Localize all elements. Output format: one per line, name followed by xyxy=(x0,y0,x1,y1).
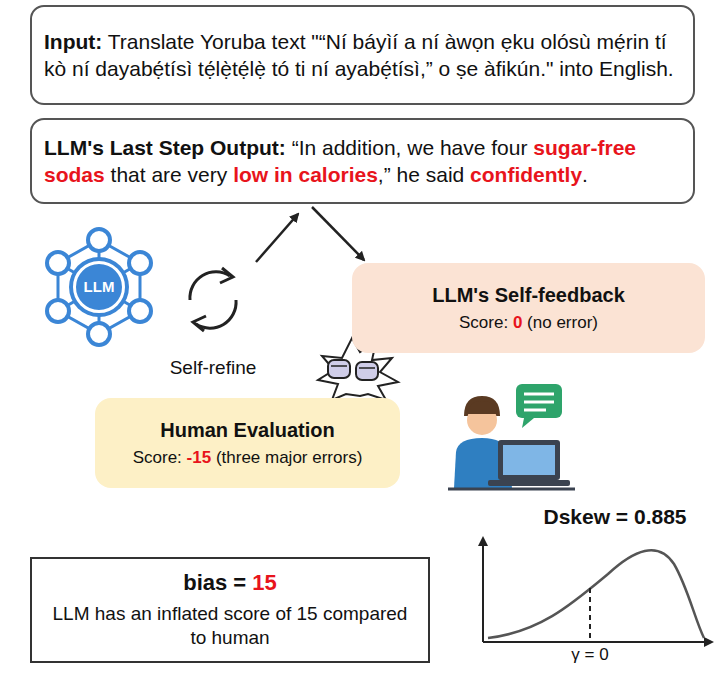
heading-text: LLM xyxy=(84,278,115,295)
self-feedback-box: LLM's Self-feedbackScore: 0 (no error) xyxy=(352,263,705,353)
heading-text: Human Evaluation xyxy=(160,419,334,441)
box-content: Input: Translate Yoruba text "“Ní báyìí … xyxy=(44,28,681,83)
box-content: Human EvaluationScore: -15 (three major … xyxy=(105,417,390,469)
body-text: ,” he said xyxy=(378,163,464,186)
axis-label: γ = 0 xyxy=(555,645,625,665)
box-content: LLM xyxy=(76,277,122,297)
box-content: LLM's Self-feedbackScore: 0 (no error) xyxy=(362,282,695,334)
heading-text: bias = xyxy=(183,570,246,595)
person-icon xyxy=(448,384,575,489)
input-box: Input: Translate Yoruba text "“Ní báyìí … xyxy=(30,5,695,105)
body-text: LLM has an inflated score of 15 compared… xyxy=(53,603,408,649)
bias-box: bias = 15LLM has an inflated score of 15… xyxy=(30,557,430,663)
highlight-text: 0 xyxy=(513,313,522,332)
llm-network-icon xyxy=(47,229,151,345)
highlight-text: confidently xyxy=(470,163,582,186)
llm-core-circle: LLM xyxy=(73,261,125,313)
cycle-icon xyxy=(190,268,236,331)
text-line: Human Evaluation xyxy=(105,417,390,443)
text-line: LLM's Last Step Output: “In addition, we… xyxy=(44,134,681,189)
body-text: “In addition, we have four xyxy=(292,136,528,159)
heading-text: LLM's Last Step Output: xyxy=(44,136,286,159)
text-line: Score: 0 (no error) xyxy=(362,312,695,334)
body-text: (no error) xyxy=(527,313,598,332)
text-line: Input: Translate Yoruba text "“Ní báyìí … xyxy=(44,28,681,83)
body-text: that are very xyxy=(111,163,228,186)
text-line: LLM's Self-feedback xyxy=(362,282,695,308)
human-eval-box: Human EvaluationScore: -15 (three major … xyxy=(95,398,400,488)
text-line: bias = 15 xyxy=(44,569,416,598)
highlight-text: low in calories xyxy=(233,163,378,186)
body-text: . xyxy=(582,163,588,186)
body-text: Score: xyxy=(459,313,508,332)
heading-text: LLM's Self-feedback xyxy=(432,284,625,306)
cycle-label: Self-refine xyxy=(153,357,273,379)
output-box: LLM's Last Step Output: “In addition, we… xyxy=(30,118,695,204)
highlight-text: 15 xyxy=(252,570,276,595)
text-line: Score: -15 (three major errors) xyxy=(105,447,390,469)
body-text: Score: xyxy=(133,448,182,467)
highlight-text: -15 xyxy=(187,448,212,467)
box-content: LLM's Last Step Output: “In addition, we… xyxy=(44,134,681,189)
text-line: LLM has an inflated score of 15 compared… xyxy=(44,602,416,651)
text-line: LLM xyxy=(76,277,122,297)
refine-arrow xyxy=(256,214,298,262)
metric-label: Dskew = 0.885 xyxy=(520,505,710,529)
body-text: (three major errors) xyxy=(216,448,362,467)
feedback-arrow xyxy=(312,207,364,260)
body-text: Translate Yoruba text "“Ní báyìí a ní àw… xyxy=(44,30,674,80)
heading-text: Input: xyxy=(44,30,102,53)
box-content: bias = 15LLM has an inflated score of 15… xyxy=(44,569,416,651)
skew-chart xyxy=(483,538,712,642)
